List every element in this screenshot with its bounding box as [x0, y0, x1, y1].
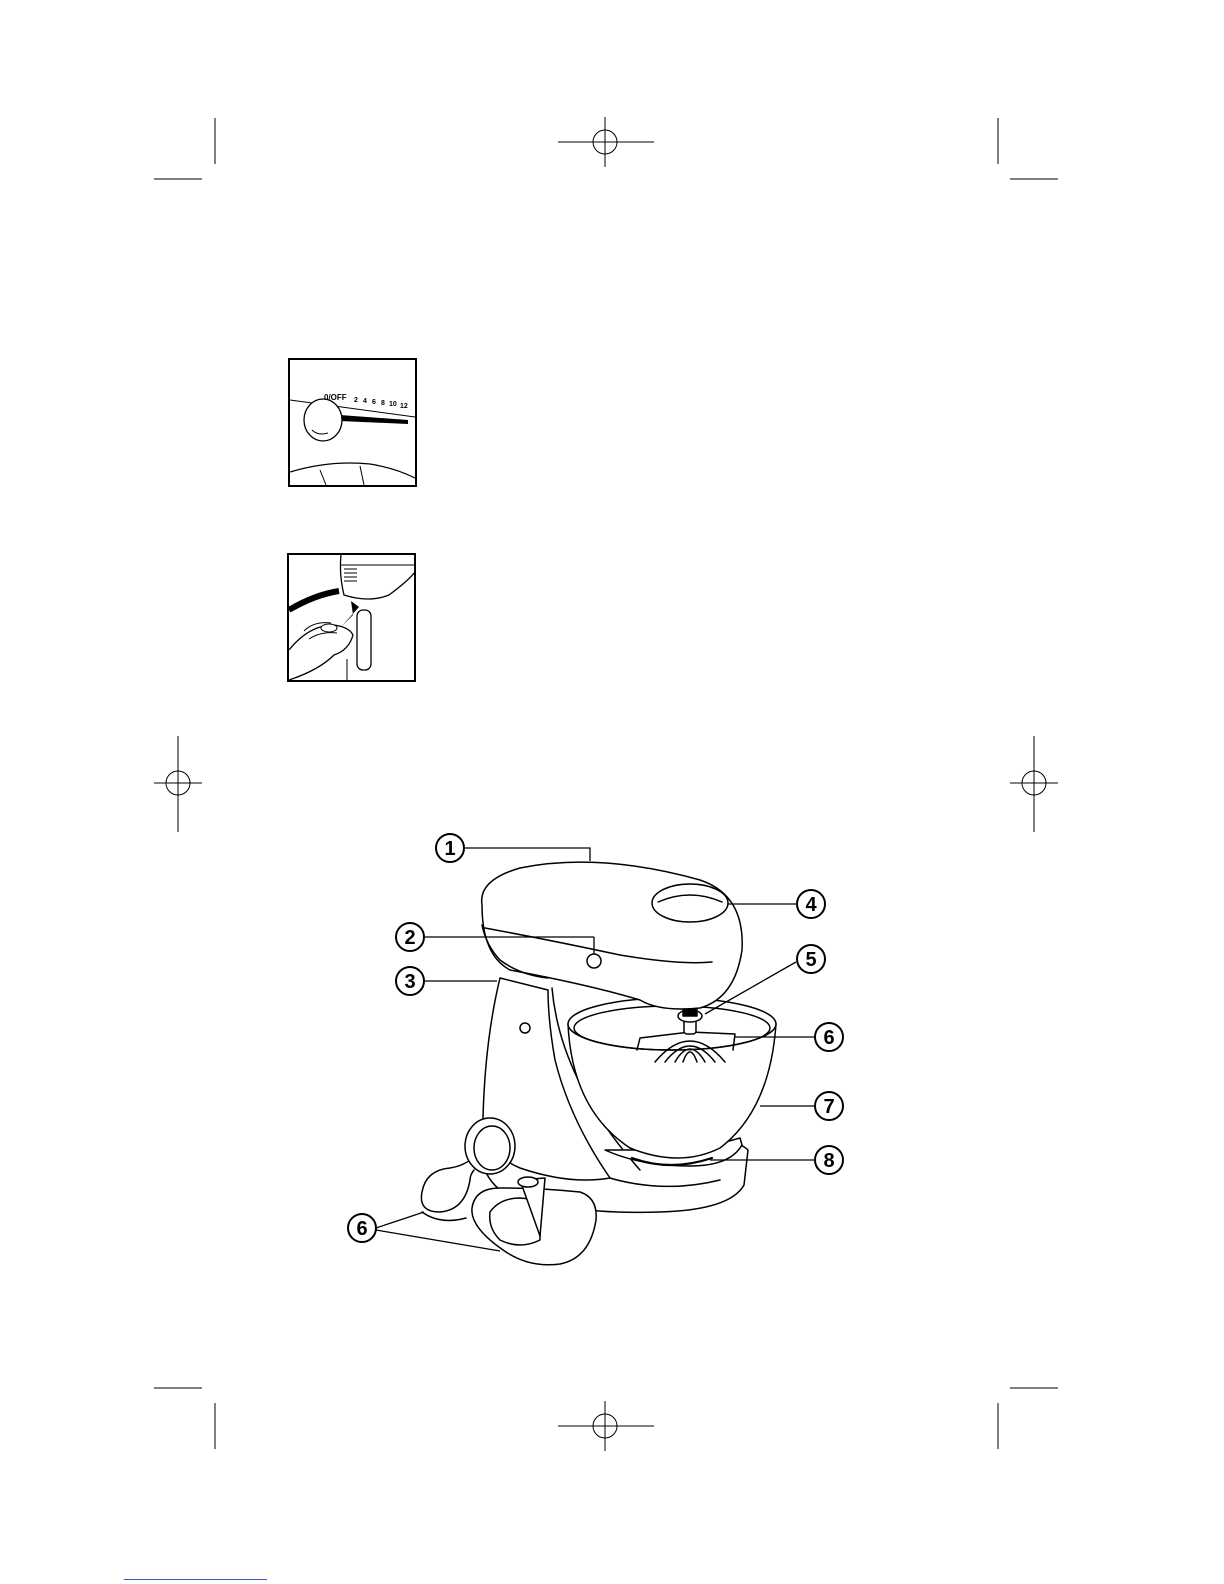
callout-number: 1 — [444, 838, 455, 860]
callout-number: 3 — [404, 971, 415, 993]
tilt-release-button — [587, 954, 601, 968]
callout-number: 6 — [823, 1027, 834, 1049]
callout-number: 7 — [823, 1096, 834, 1118]
callout-number: 2 — [404, 927, 415, 949]
callout-number: 5 — [805, 949, 816, 971]
callout-number: 4 — [805, 894, 817, 916]
callout-number: 6 — [356, 1218, 367, 1240]
attachment-hub-cover — [652, 884, 728, 922]
callout-number: 8 — [823, 1150, 834, 1172]
footer-rule — [124, 1579, 267, 1580]
